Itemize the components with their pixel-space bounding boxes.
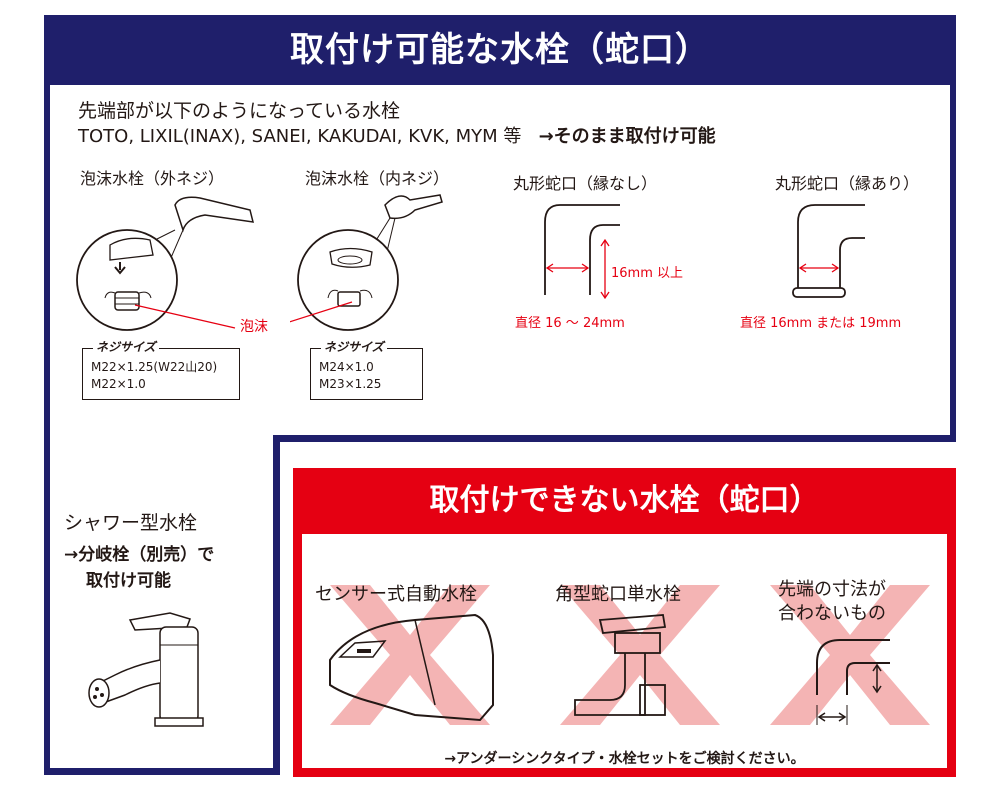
brand-line: TOTO, LIXIL(INAX), SANEI, KAKUDAI, KVK, … — [78, 122, 716, 148]
size-mismatch-label: 先端の寸法が 合わないもの — [778, 578, 886, 626]
square-faucet-cross — [560, 585, 720, 725]
diameter-note: 直径 16mm または 19mm — [740, 316, 902, 331]
round-no-rim-label: 丸形蛇口（縁なし） — [513, 174, 658, 193]
frame-bottom — [44, 768, 280, 775]
frame-divider-horizontal — [273, 435, 956, 442]
page-title: 取付け可能な水栓（蛇口） — [290, 30, 710, 70]
inner-thread-faucet-illustration — [290, 194, 443, 331]
round-rim-faucet-diagram — [792, 204, 865, 298]
foam-label: 泡沫 — [240, 319, 268, 335]
size-mismatch-label-line: 合わないもの — [778, 603, 886, 624]
outer-thread-faucet-illustration — [76, 196, 254, 331]
thread-size-value: M22×1.0 — [91, 377, 146, 391]
outer-thread-label: 泡沫水栓（外ネジ） — [80, 169, 225, 188]
frame-divider-vertical — [273, 435, 280, 775]
shower-title: シャワー型水栓 — [64, 512, 198, 534]
header-band — [44, 15, 956, 85]
size-mismatch-cross — [770, 585, 930, 725]
inner-thread-size-box: ネジサイズ M24×1.0 M23×1.25 — [310, 339, 423, 400]
size-mismatch-label-line: 先端の寸法が — [778, 579, 886, 600]
alternative-note: →アンダーシンクタイプ・水栓セットをご検討ください。 — [444, 751, 805, 767]
sensor-faucet-cross — [329, 585, 494, 725]
square-faucet-label: 角型蛇口単水栓 — [555, 584, 681, 605]
thread-size-value: M23×1.25 — [319, 377, 382, 391]
shower-note: →分岐栓（別売）で 取付け可能 — [64, 542, 214, 594]
diameter-note: 直径 16 ～ 24mm — [515, 316, 625, 331]
thread-size-value: M24×1.0 — [319, 360, 374, 374]
inner-thread-label: 泡沫水栓（内ネジ） — [305, 169, 450, 188]
shower-note-line: →分岐栓（別売）で — [64, 545, 215, 565]
shower-faucet-illustration — [88, 612, 204, 727]
compatible-note: →そのまま取付け可能 — [538, 126, 716, 147]
thread-size-title: ネジサイズ — [93, 339, 159, 356]
thread-size-title: ネジサイズ — [321, 339, 387, 356]
intro-text: 先端部が以下のようになっている水栓 — [78, 100, 401, 122]
outer-thread-size-box: ネジサイズ M22×1.25(W22山20) M22×1.0 — [82, 339, 240, 400]
frame-right — [950, 85, 956, 442]
sensor-faucet-label: センサー式自動水栓 — [315, 584, 477, 605]
height-note: 16mm 以上 — [611, 266, 684, 281]
round-rim-label: 丸形蛇口（縁あり） — [775, 174, 920, 193]
brand-list: TOTO, LIXIL(INAX), SANEI, KAKUDAI, KVK, … — [78, 126, 522, 147]
not-possible-title: 取付けできない水栓（蛇口） — [429, 483, 820, 518]
thread-size-value: M22×1.25(W22山20) — [91, 360, 218, 374]
round-no-rim-faucet-diagram — [544, 204, 620, 300]
frame-left — [44, 85, 50, 775]
shower-note-line: 取付け可能 — [86, 571, 171, 591]
